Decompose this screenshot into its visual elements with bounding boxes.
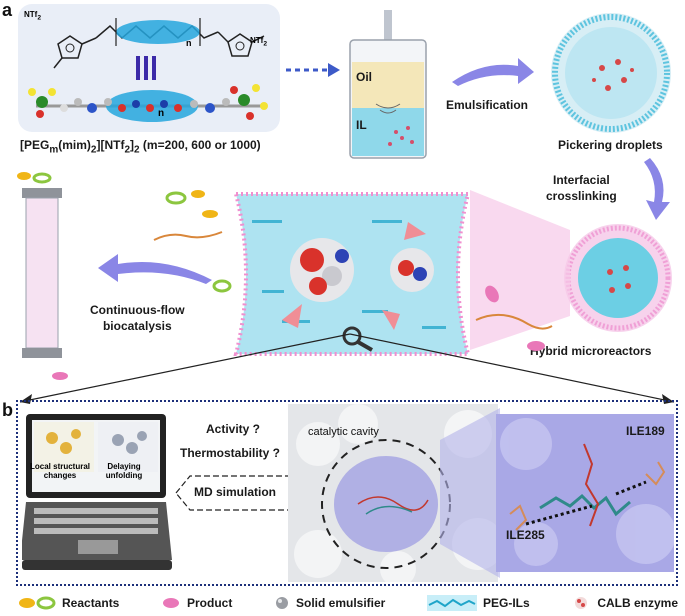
left-imidazolium-ring (53, 35, 97, 69)
reactant-inflow (153, 190, 232, 293)
legend-pegils: PEG-ILs (426, 595, 530, 611)
crosslinking-arrow (644, 158, 670, 220)
legend-reactants: Reactants (18, 596, 119, 610)
pink-arrows (282, 222, 426, 330)
thermostability-question: Thermostability ? (180, 446, 281, 460)
oil-label: Oil (356, 70, 373, 84)
zoom-wedge (470, 190, 570, 350)
md-simulation-label: MD simulation (194, 485, 277, 499)
product-icon (163, 598, 179, 608)
legend-pegils-label: PEG-ILs (482, 596, 530, 610)
equivalence-symbol (136, 56, 156, 80)
ile285-label: ILE285 (506, 528, 545, 542)
ntf-left-label: NTf2 (24, 10, 42, 22)
flow-column (17, 172, 68, 380)
screen-right-caption: Delaying unfolding (105, 462, 143, 480)
right-imidazolium-ring (217, 31, 265, 57)
ball-and-stick-model (28, 84, 268, 122)
zoom-lines (19, 333, 675, 404)
enzyme-cluster-right (390, 248, 434, 292)
ile189-label: ILE189 (626, 424, 665, 438)
pickering-label: Pickering droplets (558, 138, 663, 152)
crosslinking-label: Interfacial crosslinking (546, 173, 617, 203)
continuous-flow-label: Continuous-flow biocatalysis (90, 303, 185, 333)
hybrid-label: Hybrid microreactors (530, 344, 652, 358)
beaker-emulsion (349, 10, 427, 159)
dotted-arrow (286, 63, 340, 77)
continuous-flow-arrow (98, 254, 212, 284)
legend-product: Product (161, 596, 232, 610)
screen-left-caption: Local structural changes (30, 462, 91, 480)
catalytic-cavity-label: catalytic cavity (308, 426, 379, 438)
pickering-droplet (551, 13, 671, 133)
peg-chain-top (95, 18, 219, 46)
legend-emulsifier: Solid emulsifier (274, 595, 385, 611)
calb-enzyme-icon (575, 597, 588, 609)
legend-reactants-label: Reactants (62, 596, 120, 610)
legend-emulsifier-label: Solid emulsifier (295, 596, 386, 610)
panel-b-letter: b (2, 400, 13, 420)
peg-ils-icon (426, 595, 477, 611)
ntf-right-label: NTf2 (250, 36, 268, 48)
panel-a-letter: a (2, 0, 13, 20)
laptop-icon (22, 414, 172, 570)
binding-detail (496, 414, 674, 572)
reactants-icon (19, 596, 56, 610)
emulsification-arrow (452, 58, 534, 86)
legend-product-label: Product (187, 596, 233, 610)
legend: Reactants Product Solid emulsifier PEG-I… (18, 594, 678, 612)
enzyme-cluster-left (290, 238, 354, 302)
legend-calb: CALB enzyme (571, 595, 678, 611)
activity-question: Activity ? (206, 422, 261, 436)
emulsification-label: Emulsification (446, 98, 529, 112)
solid-emulsifier-icon (275, 597, 288, 609)
zoomed-droplet (233, 192, 471, 356)
il-label: IL (356, 118, 367, 132)
detail-wedge (440, 408, 500, 578)
product-outflow (475, 285, 553, 351)
peg-il-formula: [PEGm(mim)2][NTf2]2 (m=200, 600 or 1000) (20, 138, 261, 156)
n-label-top: n (186, 38, 192, 48)
legend-calb-label: CALB enzyme (597, 596, 678, 610)
panel-b-frame (16, 400, 678, 586)
n-label-model: n (158, 108, 165, 119)
peg-il-structure (28, 18, 268, 122)
